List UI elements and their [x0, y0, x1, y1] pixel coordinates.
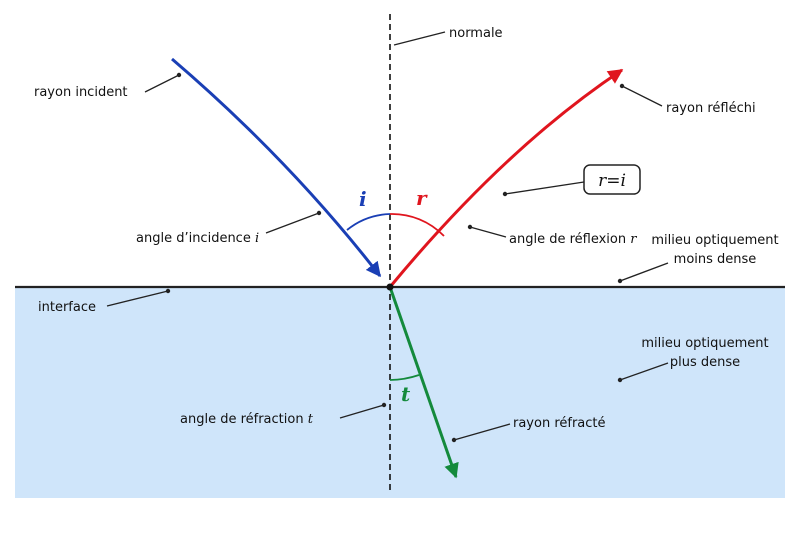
- symbol-i: i: [359, 187, 367, 211]
- denser-medium: [15, 287, 785, 498]
- label-milieu-moins-dense-1: milieu optiquement: [651, 233, 778, 248]
- symbol-r: r: [416, 186, 428, 210]
- label-milieu-moins-dense-2: moins dense: [674, 252, 757, 267]
- label-rayon-refracte: rayon réfracté: [513, 416, 606, 431]
- refraction-angle-arc: [389, 374, 420, 381]
- label-angle-incidence: angle d’incidence i: [136, 231, 259, 246]
- label-angle-refraction: angle de réfraction t: [180, 412, 314, 427]
- label-rayon-reflechi: rayon réfléchi: [666, 101, 756, 116]
- law-text: r=i: [598, 171, 626, 191]
- label-interface: interface: [38, 300, 96, 315]
- reflected-ray: [388, 68, 624, 288]
- label-rayon-incident: rayon incident: [34, 85, 128, 100]
- reflection-angle-arc: [389, 213, 445, 237]
- incidence-angle-arc: [346, 213, 391, 231]
- incident-ray: [171, 57, 382, 278]
- label-milieu-plus-dense-2: plus dense: [670, 355, 740, 370]
- law-box: [583, 164, 641, 195]
- incidence-point: [386, 283, 394, 291]
- refracted-ray: [388, 286, 459, 479]
- symbol-t: t: [401, 382, 411, 406]
- label-milieu-plus-dense-1: milieu optiquement: [641, 336, 768, 351]
- label-normale: normale: [449, 26, 503, 41]
- label-angle-reflexion: angle de réflexion r: [509, 232, 637, 247]
